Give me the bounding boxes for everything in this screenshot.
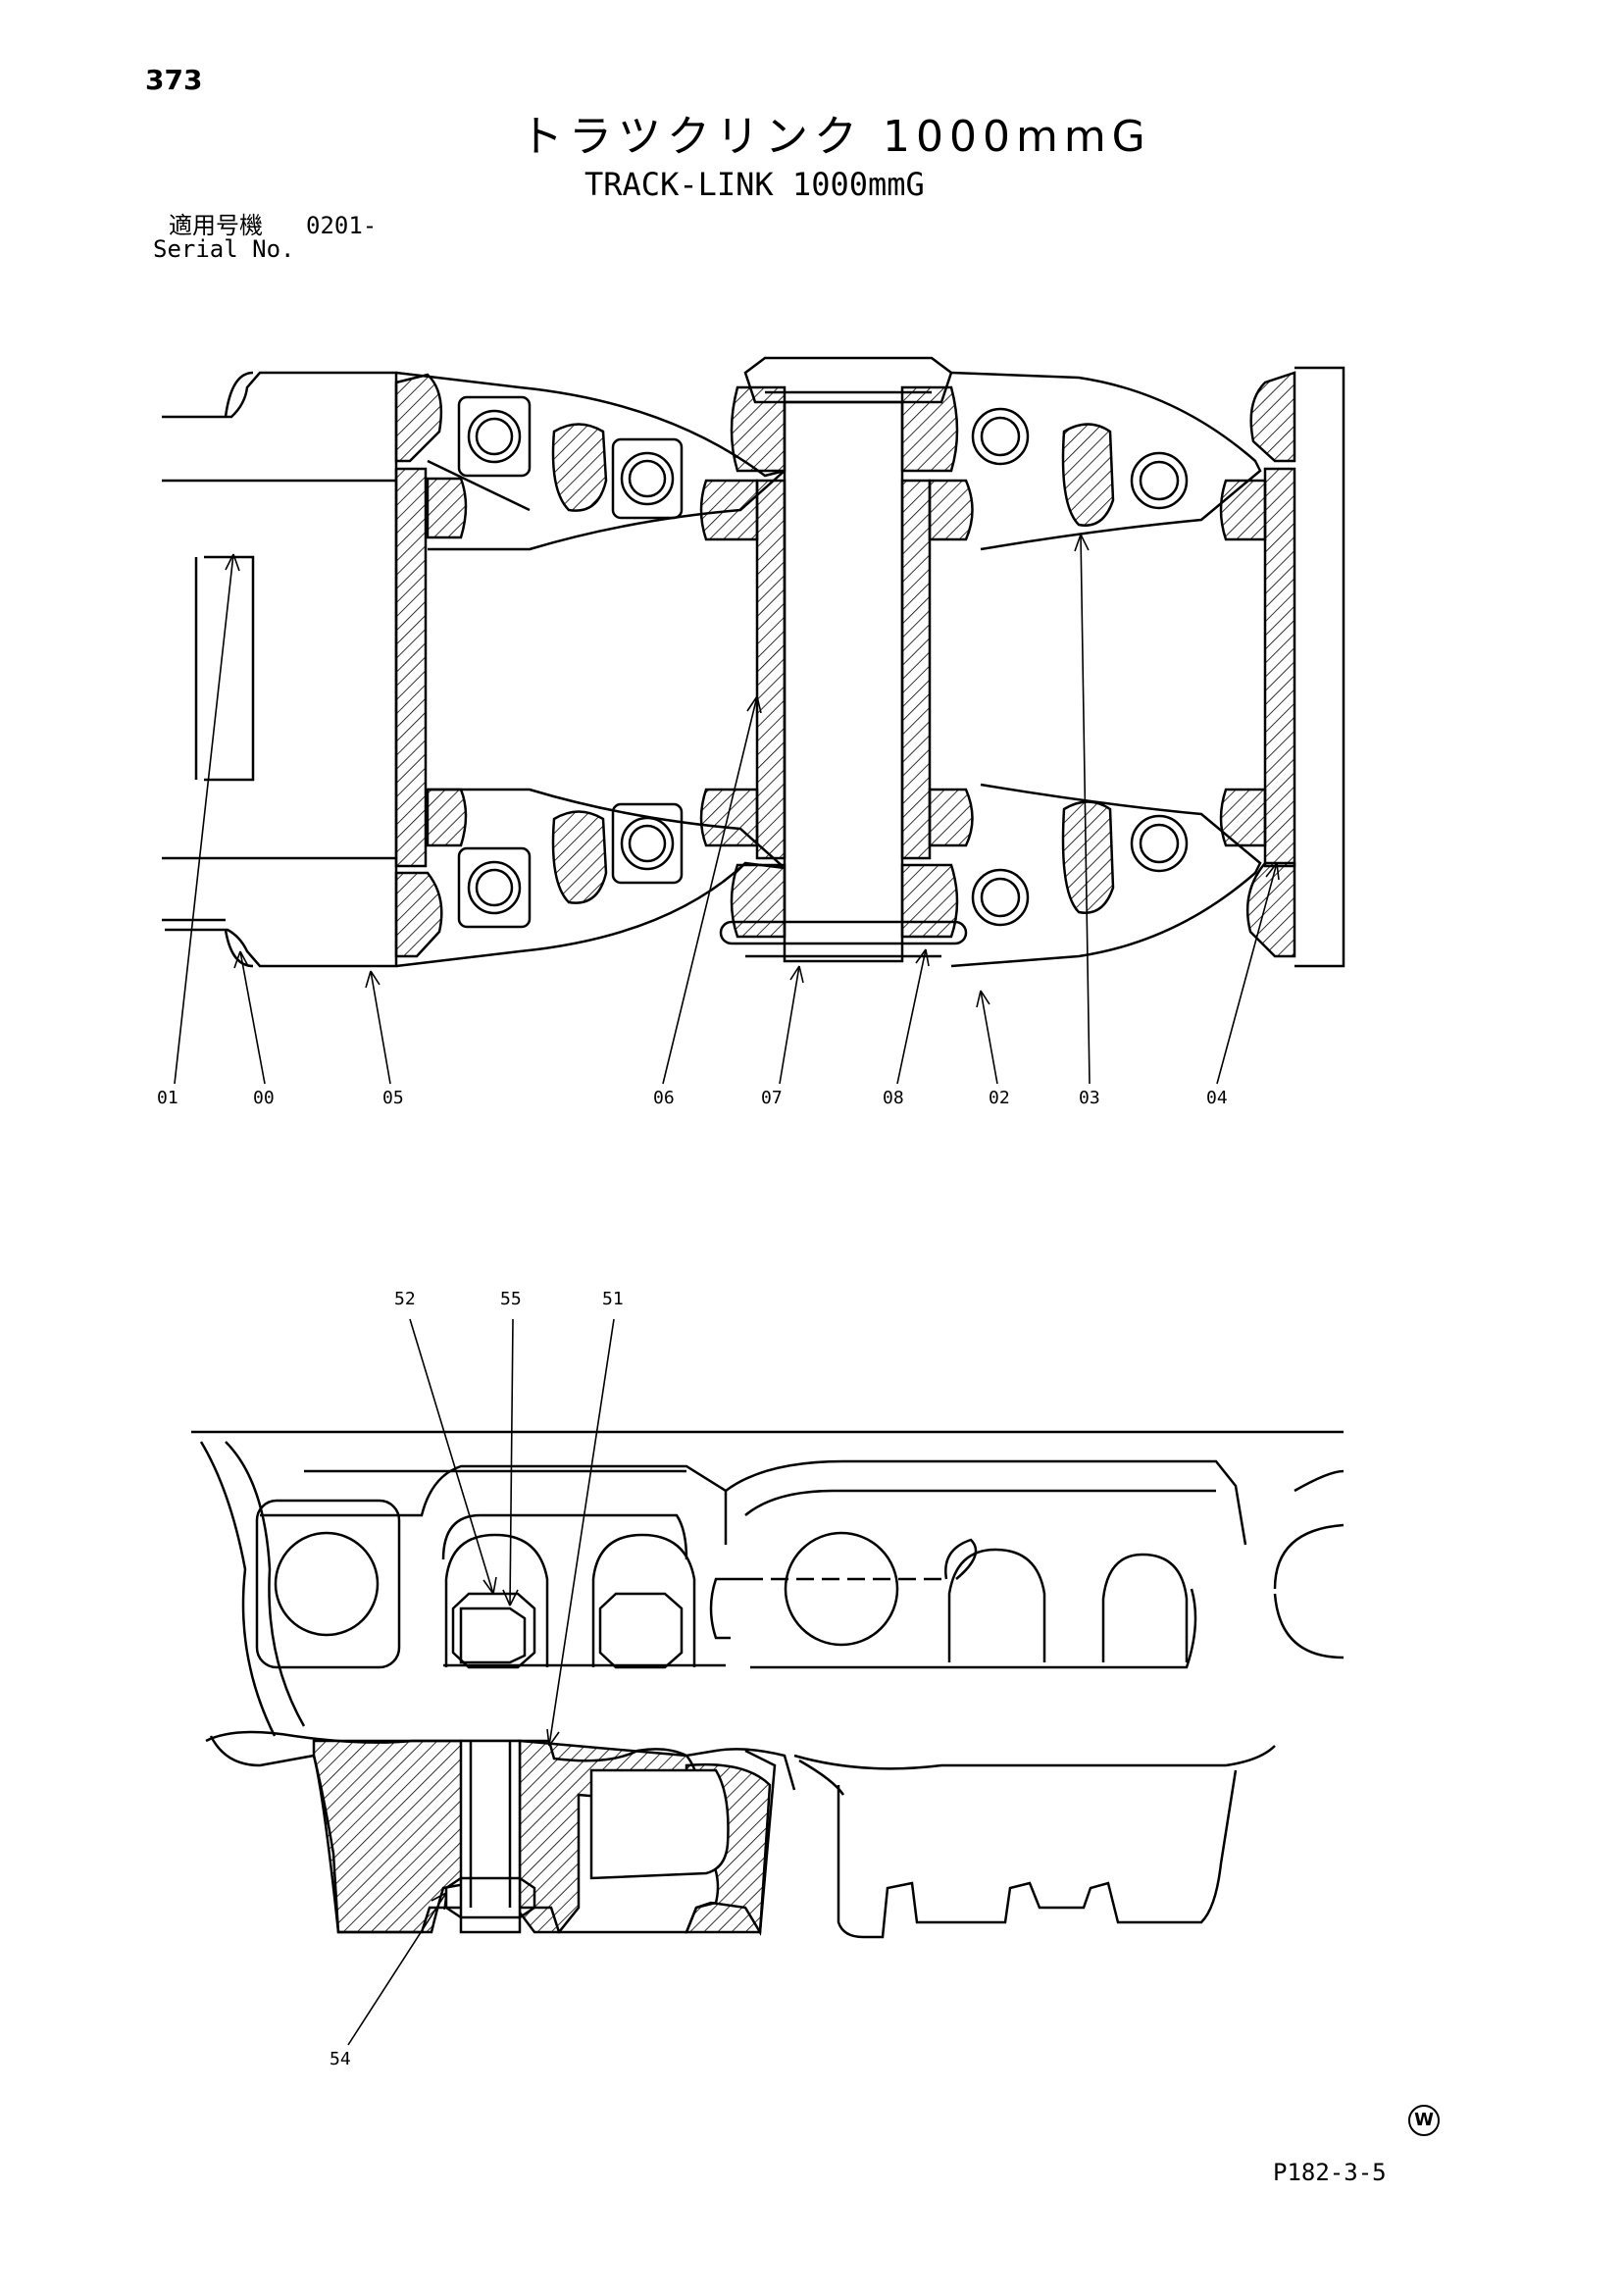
callout-54: 54 — [330, 2049, 351, 2069]
callout-01: 01 — [157, 1088, 178, 1108]
callout-04: 04 — [1206, 1088, 1228, 1108]
title-english: TRACK-LINK 1000mmG — [584, 166, 925, 203]
callout-06: 06 — [653, 1088, 675, 1108]
serial-label-english: Serial No. — [153, 235, 295, 263]
callout-52: 52 — [394, 1289, 416, 1309]
page-number: 373 — [145, 64, 203, 96]
serial-value: 0201- — [306, 212, 378, 239]
top-assembly-view — [162, 356, 1345, 1085]
bottom-side-view — [191, 1318, 1345, 2046]
serial-label-japanese: 適用号機 — [169, 212, 263, 239]
callout-51: 51 — [602, 1289, 624, 1309]
callout-05: 05 — [382, 1088, 404, 1108]
document-code: P182-3-5 — [1273, 2159, 1387, 2186]
callout-55: 55 — [500, 1289, 522, 1309]
callout-02: 02 — [989, 1088, 1010, 1108]
callout-07: 07 — [761, 1088, 783, 1108]
callout-08: 08 — [883, 1088, 904, 1108]
title-japanese: トラツクリンク 1000mmG — [520, 112, 1151, 162]
callout-03: 03 — [1079, 1088, 1100, 1108]
callout-00: 00 — [253, 1088, 275, 1108]
w-mark: W — [1408, 2105, 1440, 2136]
